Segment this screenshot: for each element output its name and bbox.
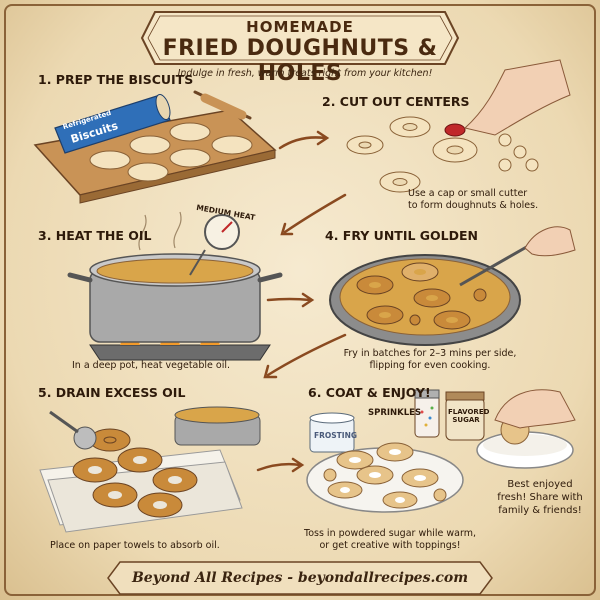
step-2-caption-line-1: Use a cap or small cutter xyxy=(408,188,528,199)
tip-line-3: family & friends! xyxy=(498,505,582,516)
step-4-caption: Fry in batches for 2–3 mins per side, fl… xyxy=(340,348,520,373)
step-2-caption-line-2: to form doughnuts & holes. xyxy=(408,200,539,212)
title-banner: HOMEMADE FRIED DOUGHNUTS & HOLES xyxy=(150,6,450,86)
subtitle: Indulge in fresh, warm treats right from… xyxy=(177,68,433,79)
title-banner-shape xyxy=(140,11,460,65)
biscuit-board-illustration xyxy=(33,90,277,204)
footer-credit: Beyond All Recipes - beyondallrecipes.co… xyxy=(131,570,469,586)
step-5-heading: 5. DRAIN EXCESS OIL xyxy=(38,385,186,400)
step-arrows xyxy=(256,130,347,473)
oil-pot-illustration xyxy=(67,211,283,361)
step-5-caption-line-1: Place on paper towels to absorb oil. xyxy=(50,540,220,551)
step-6-caption-line-2: or get creative with toppings! xyxy=(319,540,461,552)
drain-illustration xyxy=(39,406,261,533)
step-3-caption-line-1: In a deep pot, heat vegetable oil. xyxy=(72,360,231,371)
footer-banner-shape xyxy=(107,561,493,595)
tip-line-1: Best enjoyed xyxy=(507,479,573,490)
step-4-heading: 4. FRY UNTIL GOLDEN xyxy=(325,228,479,243)
step-6-caption-line-1: Toss in powdered sugar while warm, xyxy=(304,528,476,539)
step-6-caption: Toss in powdered sugar while warm, or ge… xyxy=(300,528,480,553)
tip-note: Best enjoyed fresh! Share with family & … xyxy=(490,478,590,517)
flavored-sugar-line-1: FLAVORED xyxy=(448,408,490,416)
flavored-sugar-label: FLAVORED SUGAR xyxy=(448,408,490,424)
tip-line-2: fresh! Share with xyxy=(497,492,583,503)
step-2-caption: Use a cap or small cutter to form doughn… xyxy=(408,188,538,213)
step-3-heading: 3. HEAT THE OIL xyxy=(38,228,152,243)
sprinkles-label: SPRINKLES xyxy=(368,408,422,418)
step-4-caption-line-2: flipping for even cooking. xyxy=(369,360,491,372)
step-6-heading: 6. COAT & ENJOY! xyxy=(308,385,431,400)
title-line-1: HOMEMADE xyxy=(246,18,354,36)
step-2-heading: 2. CUT OUT CENTERS xyxy=(322,94,470,109)
coat-enjoy-illustration xyxy=(306,389,576,513)
step-3-caption: In a deep pot, heat vegetable oil. xyxy=(72,360,230,372)
frosting-label: FROSTING xyxy=(314,431,358,440)
title-line-2: FRIED DOUGHNUTS & HOLES xyxy=(162,36,438,86)
cut-dough-illustration xyxy=(346,59,571,193)
flavored-sugar-line-2: SUGAR xyxy=(452,416,480,424)
step-1-heading: 1. PREP THE BISCUITS xyxy=(38,72,194,87)
frying-pan-illustration xyxy=(329,226,576,346)
step-5-caption: Place on paper towels to absorb oil. xyxy=(50,540,220,552)
step-4-caption-line-1: Fry in batches for 2–3 mins per side, xyxy=(343,348,517,359)
